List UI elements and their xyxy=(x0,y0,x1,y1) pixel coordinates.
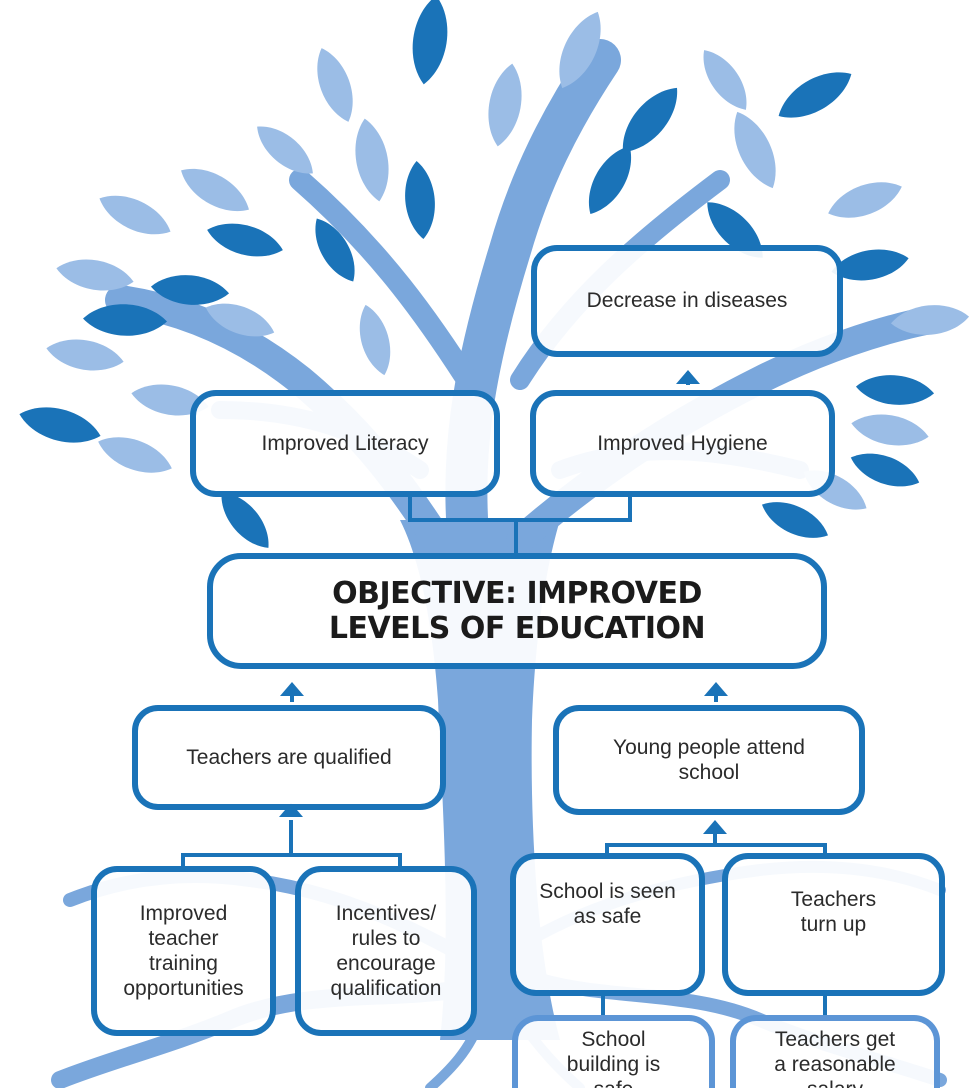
incentives-box: Incentives/ rules to encourage qualifica… xyxy=(295,866,477,1036)
salary-box: Teachers get a reasonable salary xyxy=(730,1015,940,1088)
teachers-turn-up-label: Teachers turn up xyxy=(790,888,877,937)
teachers-turn-up-box: Teachers turn up xyxy=(722,853,945,996)
salary-label: Teachers get a reasonable salary xyxy=(774,1028,896,1088)
building-safe-box: School building is safe xyxy=(512,1015,715,1088)
attend-school-box: Young people attend school xyxy=(553,705,865,815)
arrow-up-icon xyxy=(676,370,700,384)
improved-hygiene-box: Improved Hygiene xyxy=(530,390,835,497)
objective-box: OBJECTIVE: IMPROVED LEVELS OF EDUCATION xyxy=(207,553,827,669)
arrow-up-icon xyxy=(279,803,303,817)
teacher-training-label: Improved teacher training opportunities xyxy=(123,901,244,1001)
incentives-label: Incentives/ rules to encourage qualifica… xyxy=(330,901,442,1001)
teachers-qualified-label: Teachers are qualified xyxy=(186,745,392,769)
attend-school-label: Young people attend school xyxy=(613,735,805,784)
improved-literacy-label: Improved Literacy xyxy=(261,431,429,455)
objective-label: OBJECTIVE: IMPROVED LEVELS OF EDUCATION xyxy=(328,575,706,646)
teachers-qualified-box: Teachers are qualified xyxy=(132,705,446,810)
improved-hygiene-label: Improved Hygiene xyxy=(597,431,768,455)
tree-leaves xyxy=(19,0,970,548)
arrow-up-icon xyxy=(280,682,304,696)
arrow-up-icon xyxy=(703,820,727,834)
tree-branch xyxy=(289,169,491,411)
connector-line xyxy=(408,497,632,522)
arrow-up-icon xyxy=(704,682,728,696)
school-safe-box: School is seen as safe xyxy=(510,853,705,996)
improved-literacy-box: Improved Literacy xyxy=(190,390,500,497)
teacher-training-box: Improved teacher training opportunities xyxy=(91,866,276,1036)
decrease-diseases-box: Decrease in diseases xyxy=(531,245,843,357)
building-safe-label: School building is safe xyxy=(566,1028,661,1088)
school-safe-label: School is seen as safe xyxy=(539,880,676,929)
decrease-diseases-label: Decrease in diseases xyxy=(586,289,788,313)
